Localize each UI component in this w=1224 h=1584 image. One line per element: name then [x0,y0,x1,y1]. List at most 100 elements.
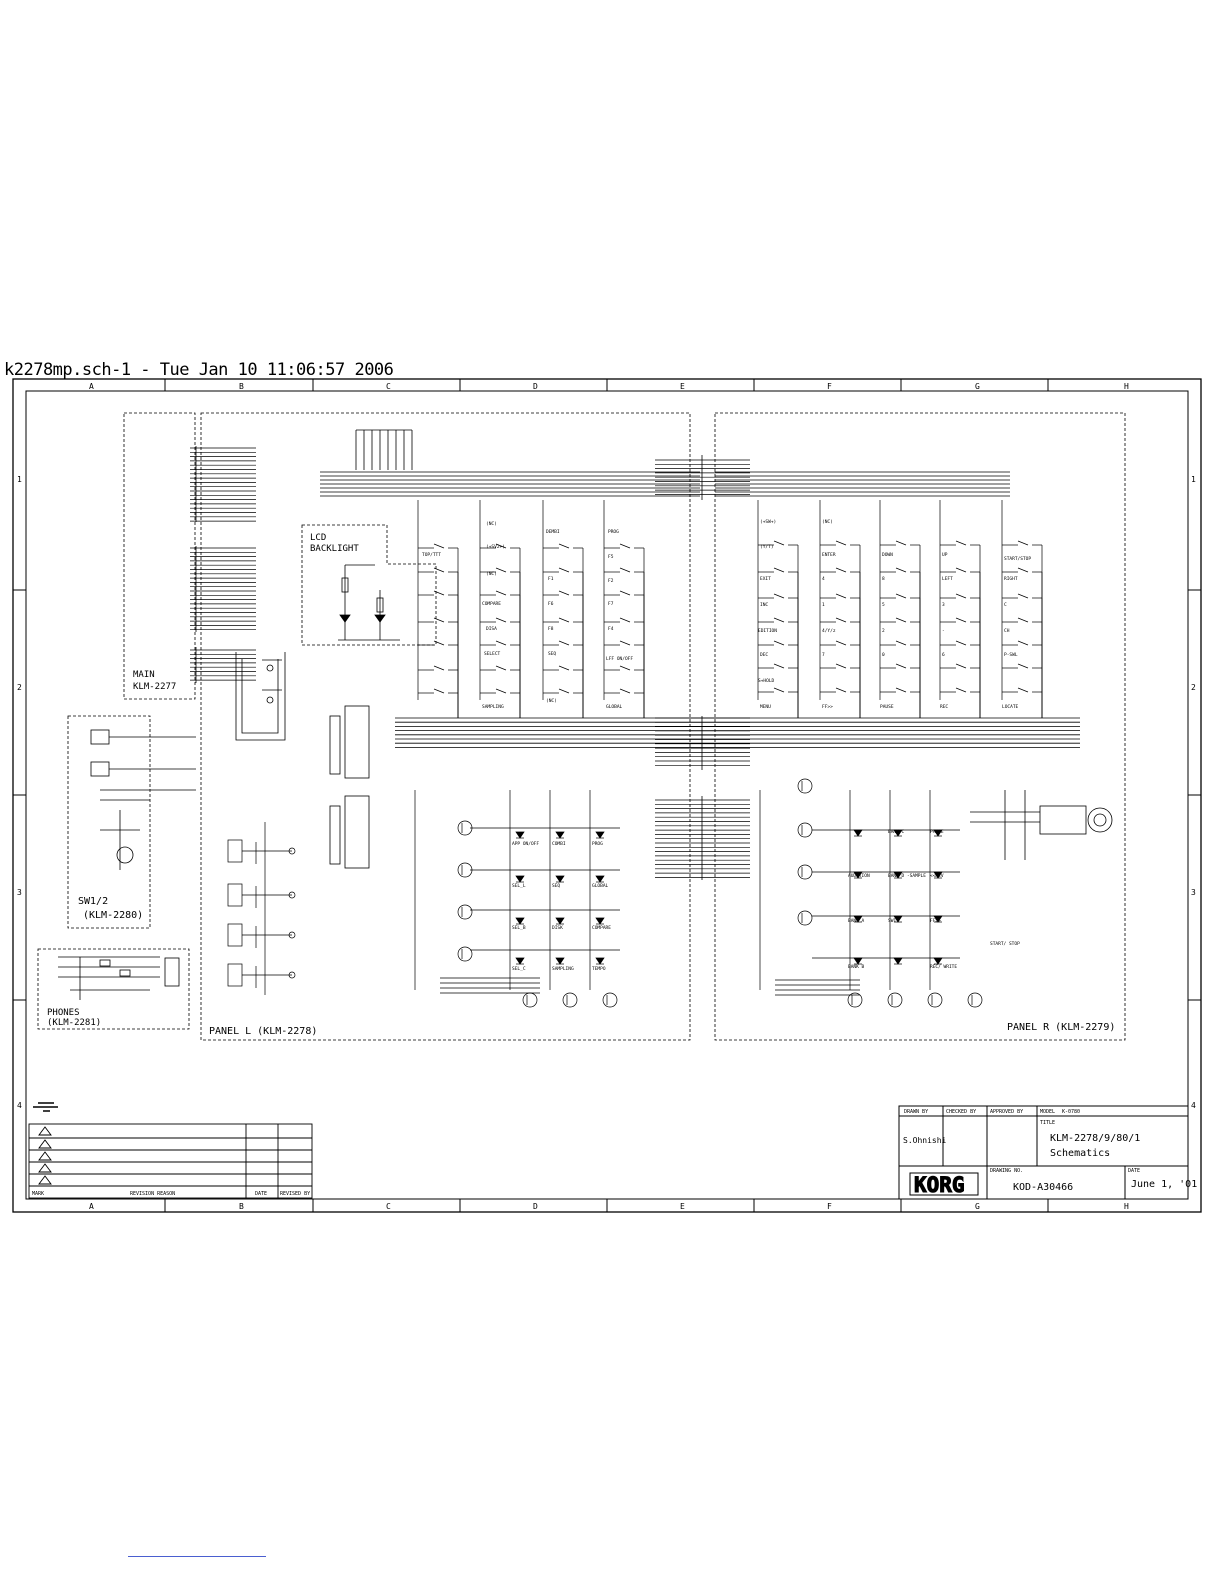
rev-header-date: DATE [255,1191,267,1197]
main-title: MAIN [133,670,155,680]
transistor-symbol [457,820,473,836]
transistor-symbol [522,992,538,1008]
switch-label-r: RIGHT [1004,576,1018,582]
zone-col-label: B [239,382,244,391]
label-checked-by: CHECKED BY [946,1109,976,1115]
led-symbol [515,875,525,883]
phones-title: PHONES [47,1008,80,1018]
led-label-r: PAUSE [930,829,944,835]
switch-label-r: 1 [822,602,825,608]
switch-contact [895,663,907,669]
led-symbol [933,957,943,965]
led-symbol [555,917,565,925]
led-label-l: SEL_B [512,925,526,931]
switch-matrix: TOP/TTT(NC)(+SV2+)(NC)COMPAREDISASELECTS… [417,500,1043,718]
switch-contact [495,590,507,596]
zone-row-label: 2 [17,683,22,692]
led-label-r: BANK D -SAMPLE [888,873,926,879]
drawing-no-value: KOD-A30466 [1013,1182,1073,1193]
title-block [898,1105,1189,1200]
sw12-model: (KLM-2280) [83,910,143,921]
korg-logo: KORG [909,1172,979,1198]
led-label-l: COMBI [552,841,566,847]
label-drawing-no: DRAWING NO. [990,1168,1023,1174]
switch-contact [773,640,785,646]
led-symbol [595,831,605,839]
zone-col-label: G [975,1202,980,1211]
label-title: TITLE [1040,1120,1055,1126]
transistor-symbol [797,778,813,794]
switch-label-r: EDITION [758,628,777,634]
led-symbol [555,875,565,883]
transistor-symbol [797,822,813,838]
switch-label-l: F7 [608,601,614,607]
switch-label-r: INC [760,602,768,608]
transistor-symbol [457,946,473,962]
led-symbol [853,957,863,965]
revision-table [28,1123,313,1199]
switch-label-r: DEC [760,652,768,658]
pot-symbol [227,839,243,863]
switch-label-r: EXIT [760,576,771,582]
zone-col-label: C [386,1202,391,1211]
switch-label-l: F6 [548,601,554,607]
switch-contact [1017,617,1029,623]
zone-col-label: E [680,1202,685,1211]
zone-col-label: B [239,1202,244,1211]
transistor-symbol [927,992,943,1008]
file-header: k2278mp.sch-1 - Tue Jan 10 11:06:57 2006 [4,360,394,380]
switch-label-r: S+HOLD [758,678,775,684]
zone-col-label: A [89,1202,94,1211]
switch-contact [619,665,631,671]
switch-label-r: 4 [822,576,825,582]
zone-row-label: 4 [17,1101,22,1110]
model-value: K-0780 [1062,1109,1080,1115]
zone-col-label: F [827,1202,832,1211]
switch-contact [835,640,847,646]
sw12-block [67,715,151,929]
switch-label-l: (NC) [486,571,497,577]
pot-symbol [227,883,243,907]
switch-contact [773,540,785,546]
switch-contact [955,567,967,573]
led-symbol [595,875,605,883]
switch-contact [835,593,847,599]
switch-label-r: FF>> [822,704,833,710]
switch-label-r: START/STOP [1004,556,1031,562]
switch-label-l: F4 [608,626,614,632]
revision-triangle-icon [38,1175,52,1185]
switch-label-l: F5 [608,554,614,560]
zone-row-label: 2 [1191,683,1196,692]
led-label-l: SEL_C [512,966,526,972]
switch-label-l: F1 [548,576,554,582]
zone-col-label: C [386,382,391,391]
switch-label-r: C [1004,602,1007,608]
switch-label-r: 7 [822,652,825,658]
switch-contact [558,590,570,596]
switch-contact [1017,640,1029,646]
switch-label-r: CH [1004,628,1010,634]
ground-symbol-icon [33,1102,58,1112]
transistor-symbol [562,992,578,1008]
revision-triangle-icon [38,1151,52,1161]
switch-label-r: - [942,629,945,634]
switch-contact [558,665,570,671]
switch-contact [1017,593,1029,599]
switch-contact [1017,663,1029,669]
zone-row-label: 3 [1191,888,1196,897]
drawn-by-value: S.Ohnishi [903,1136,947,1145]
footer-link-underline[interactable] [128,1556,266,1557]
switch-contact [895,593,907,599]
switch-contact [955,617,967,623]
switch-contact [558,617,570,623]
rev-header-reason: REVISION REASON [130,1191,175,1197]
ic-packages [329,705,370,869]
switch-label-l: (NC) [546,698,557,704]
title-line1: KLM-2278/9/80/1 [1050,1133,1140,1144]
switch-contact [433,590,445,596]
switch-contact [895,540,907,546]
panel-r-title: PANEL R (KLM-2279) [1007,1022,1115,1033]
pot-symbol [227,923,243,947]
led-label-l: APP ON/OFF [512,841,539,847]
led-label-l: COMPARE [592,925,611,931]
